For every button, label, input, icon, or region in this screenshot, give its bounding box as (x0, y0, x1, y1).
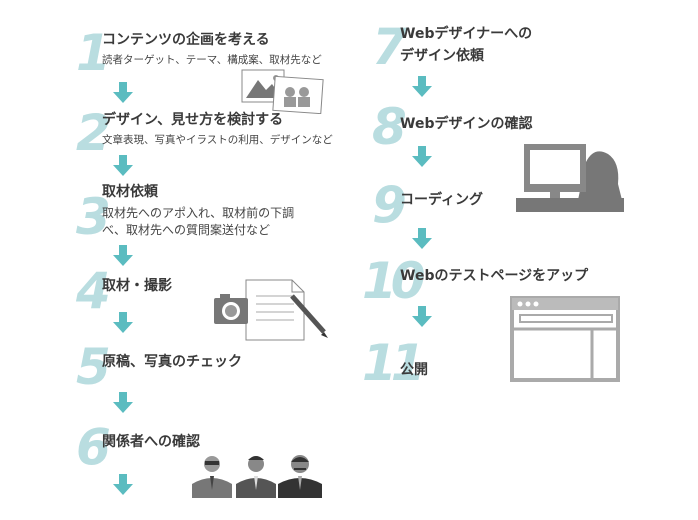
step-number-8: 8 (372, 98, 407, 156)
step-title-7-line1: Webデザイナーへの (400, 26, 533, 42)
step-number-2: 2 (76, 104, 111, 162)
flow-arrow-8 (412, 146, 432, 167)
flow-arrow-4 (113, 312, 133, 333)
step-sub-2: 文章表現、写真やイラストの利用、デザインなど (102, 134, 333, 146)
step-title-2: デザイン、見せ方を検討する (102, 112, 284, 128)
step-title-8: Webデザインの確認 (400, 116, 533, 132)
step-sub-1: 読者ターゲット、テーマ、構成案、取材先など (102, 54, 322, 66)
monitor-desk-icon (516, 144, 624, 212)
flow-arrow-3 (113, 245, 133, 266)
step-title-4: 取材・撮影 (102, 278, 172, 294)
step-number-9: 9 (372, 176, 407, 234)
flow-arrow-9 (412, 228, 432, 249)
step-sub-3-line1: 取材先へのアポ入れ、取材前の下調 (102, 206, 295, 220)
step-number-5: 5 (76, 338, 111, 396)
step-title-1: コンテンツの企画を考える (102, 32, 270, 48)
step-sub-3-line2: べ、取材先への質問案送付など (102, 223, 271, 237)
step-title-9: コーディング (400, 192, 484, 208)
step-number-11: 11 (362, 334, 426, 392)
step-title-6: 関係者への確認 (102, 434, 200, 450)
step-number-4: 4 (76, 262, 111, 320)
step-title-3: 取材依頼 (102, 184, 158, 200)
flow-arrow-5 (113, 392, 133, 413)
step-number-1: 1 (76, 24, 111, 82)
step-title-7-line2: デザイン依頼 (400, 48, 484, 64)
step-number-3: 3 (76, 188, 111, 246)
flow-arrow-7 (412, 76, 432, 97)
flow-arrow-1 (113, 82, 133, 103)
browser-window-icon (510, 296, 620, 382)
three-people-icon (192, 455, 322, 498)
step-title-10: Webのテストページをアップ (400, 268, 589, 284)
step-number-10: 10 (362, 252, 426, 310)
flow-arrow-10 (412, 306, 432, 327)
step-title-5: 原稿、写真のチェック (102, 354, 242, 370)
flow-arrow-2 (113, 155, 133, 176)
step-number-7: 7 (372, 18, 407, 76)
flow-arrow-6 (113, 474, 133, 495)
step-title-11: 公開 (400, 362, 428, 378)
landscape-photos-icon (241, 69, 324, 114)
step-number-6: 6 (76, 418, 111, 476)
camera-notepad-pen-icon (214, 279, 328, 341)
